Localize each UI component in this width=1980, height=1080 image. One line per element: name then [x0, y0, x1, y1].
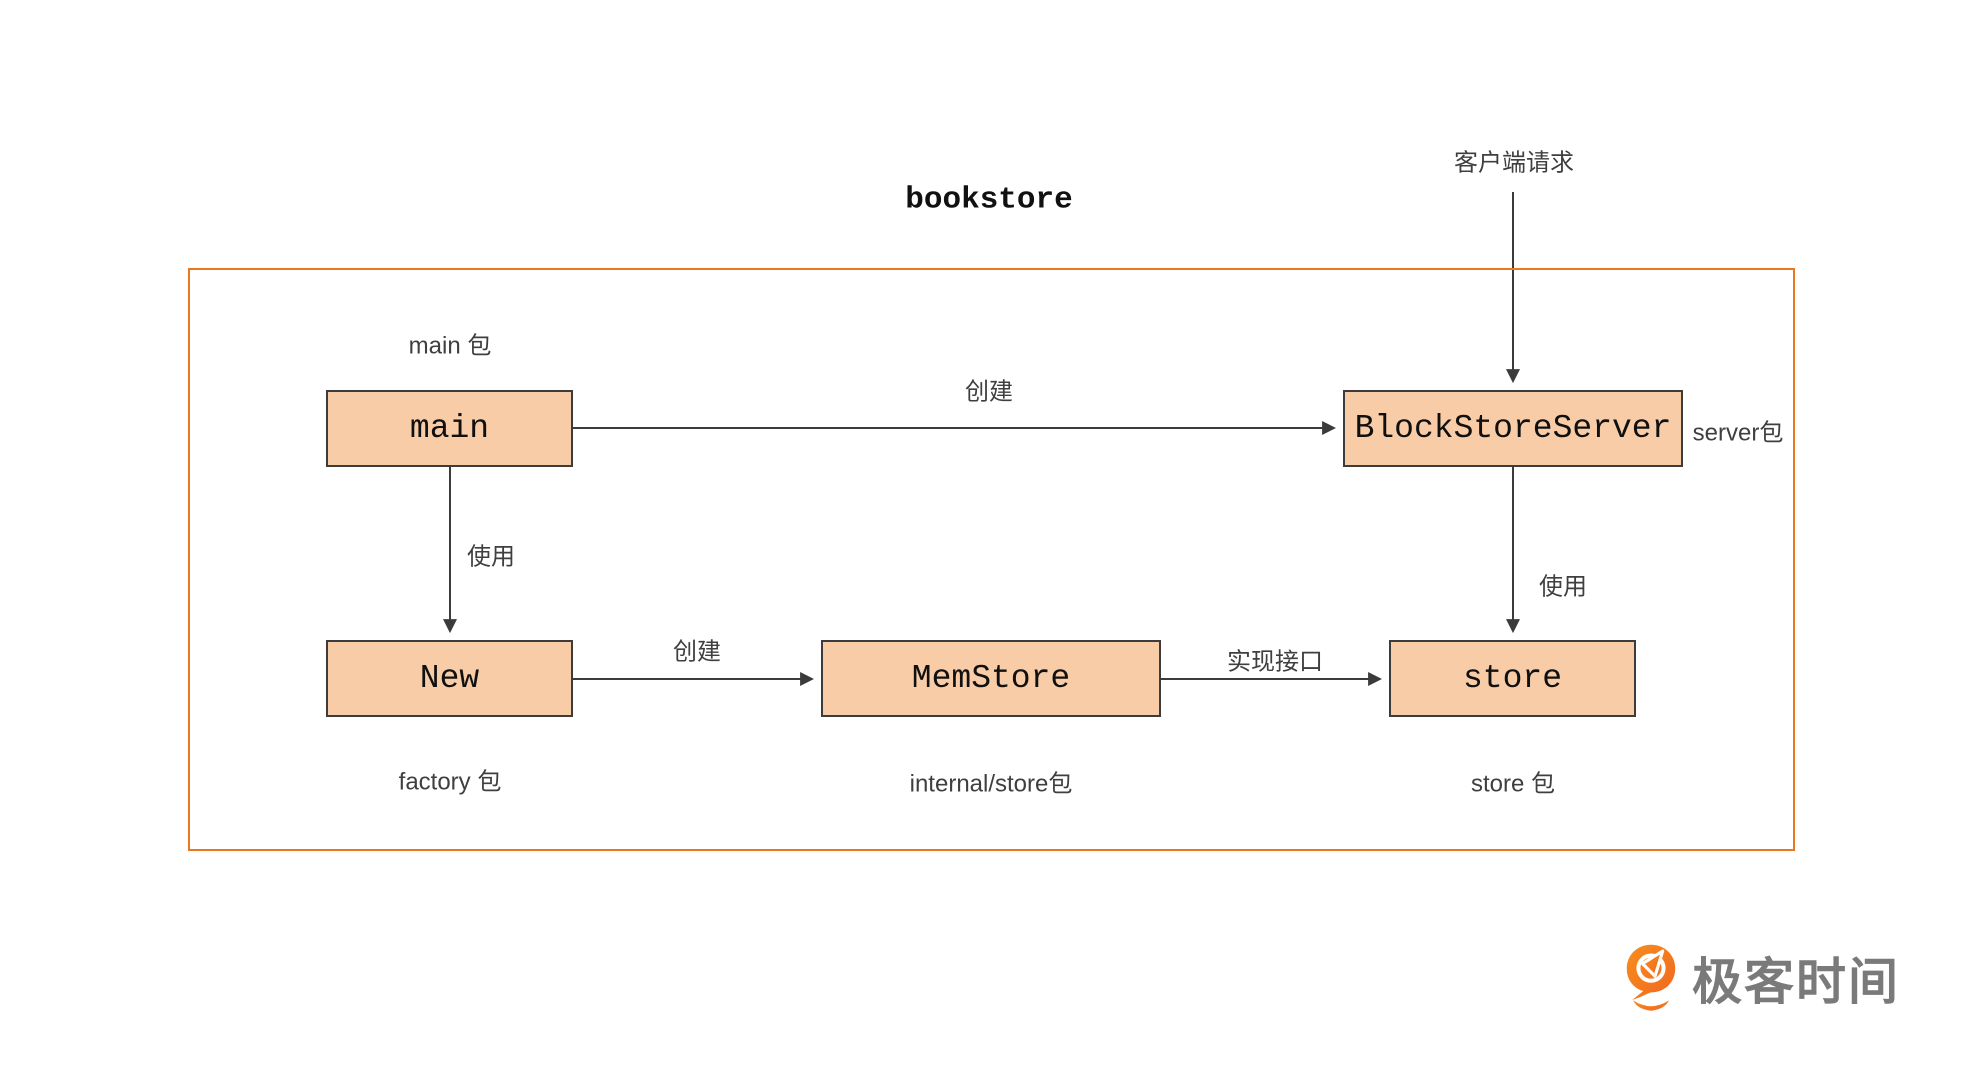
node-main-label: main: [409, 410, 490, 447]
internal-store-package-label: internal/store包: [909, 770, 1073, 798]
node-memstore-label: MemStore: [911, 660, 1071, 697]
node-blockstoreserver: BlockStoreServer: [1343, 390, 1683, 467]
edge-label-create-top: 创建: [965, 378, 1013, 406]
bookstore-container-box: [188, 268, 1795, 851]
edge-label-implement-interface: 实现接口: [1227, 648, 1323, 676]
node-memstore: MemStore: [821, 640, 1161, 717]
factory-package-label: factory 包: [398, 768, 502, 796]
edge-label-use-right: 使用: [1539, 573, 1587, 601]
client-request-label: 客户端请求: [1454, 149, 1574, 177]
diagram-title: bookstore: [905, 182, 1073, 218]
main-package-label: main 包: [408, 332, 492, 360]
node-new-label: New: [419, 660, 480, 697]
store-package-label: store 包: [1470, 770, 1556, 798]
node-store: store: [1389, 640, 1636, 717]
node-new: New: [326, 640, 573, 717]
geektime-logo-icon: [1626, 944, 1676, 1011]
geektime-logo-text: 极客时间: [1692, 954, 1900, 1010]
geektime-logo: 极客时间: [1624, 942, 1900, 1014]
server-package-label: server包: [1692, 419, 1784, 447]
node-main: main: [326, 390, 573, 467]
edge-label-use-left: 使用: [467, 543, 515, 571]
edge-label-create-bottom: 创建: [673, 638, 721, 666]
node-store-label: store: [1462, 660, 1563, 697]
node-blockstoreserver-label: BlockStoreServer: [1354, 410, 1672, 447]
